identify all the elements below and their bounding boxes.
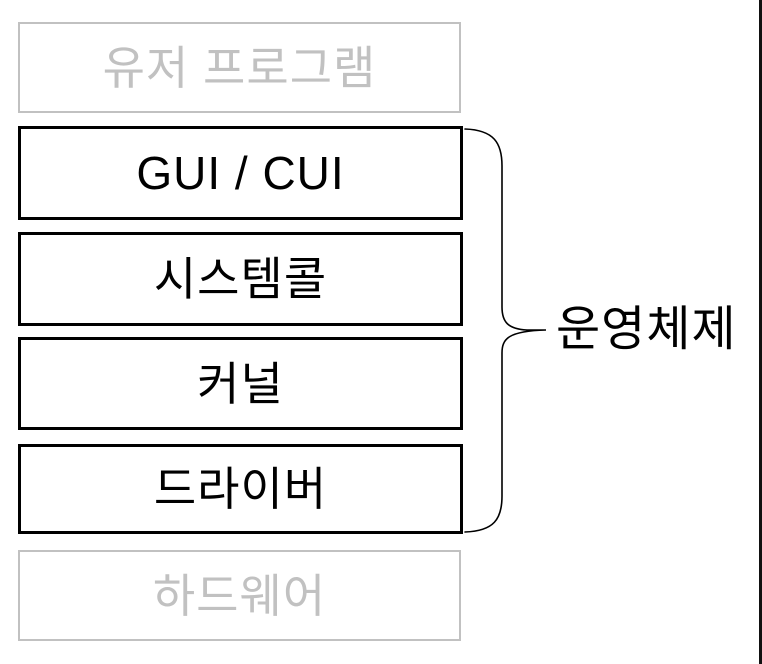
layer-box-kernel: 커널 — [18, 337, 463, 430]
layer-box-user-program: 유저 프로그램 — [18, 22, 461, 113]
layer-label-gui-cui: GUI / CUI — [136, 147, 345, 199]
layer-label-hardware: 하드웨어 — [152, 569, 327, 622]
layer-box-hardware: 하드웨어 — [18, 550, 461, 641]
right-edge-line — [759, 0, 762, 664]
layer-label-user-program: 유저 프로그램 — [102, 41, 377, 94]
layer-box-driver: 드라이버 — [18, 444, 463, 534]
layer-label-kernel: 커널 — [197, 357, 284, 410]
os-brace-label: 운영체제 — [556, 303, 737, 356]
layer-label-driver: 드라이버 — [153, 463, 328, 515]
layer-box-system-call: 시스템콜 — [18, 232, 463, 326]
layer-box-gui-cui: GUI / CUI — [18, 126, 463, 220]
layer-label-system-call: 시스템콜 — [153, 253, 328, 305]
